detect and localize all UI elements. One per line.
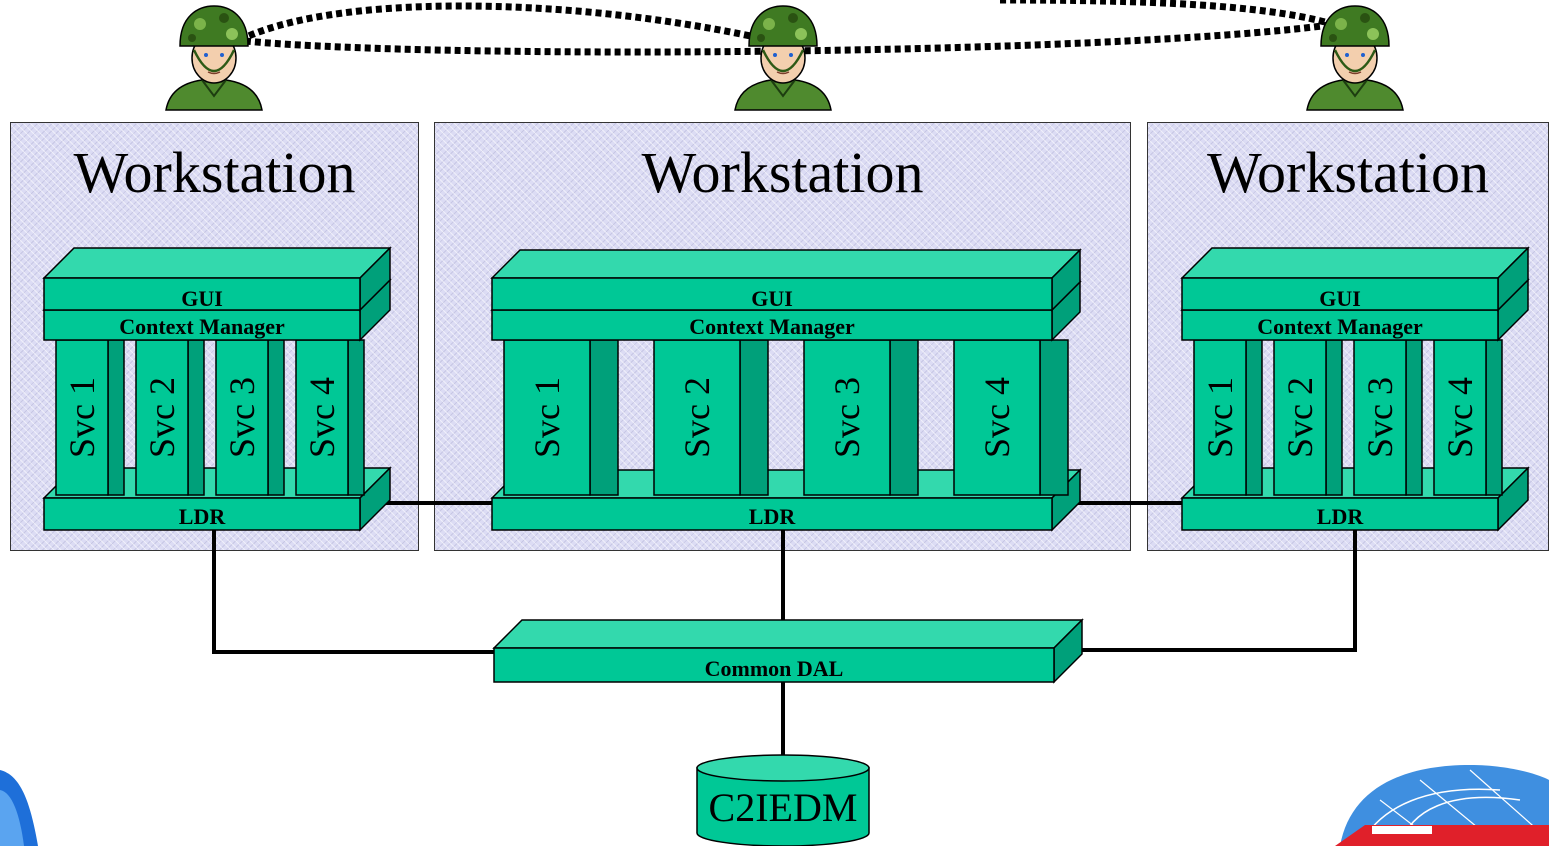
service-pillar-front [55,339,109,496]
service-label: Svc 3 [1360,377,1400,458]
gui-slab-label: GUI [1319,286,1361,311]
workstation-stack-2: LDR Svc 1 Svc 2 Svc 3 Svc 4 Context Manager GU… [490,248,1082,532]
service-pillar-side [1039,339,1069,496]
service-pillar-side [889,339,919,496]
service-pillar-front [1273,339,1327,496]
service-pillar-side [267,339,285,496]
service-pillar-front [653,339,741,496]
service-pillar-front [803,339,891,496]
gui-slab-top [490,249,1082,279]
service-pillar-side [1405,339,1423,496]
service-pillar: Svc 4 [953,339,1069,496]
service-pillar-side [1485,339,1503,496]
ldr-slab-front [491,497,1053,531]
ldr-slab-label: LDR [179,504,227,529]
gui-slab-front [1181,277,1499,311]
service-pillar-side [739,339,769,496]
database-cylinder-icon: C2IEDM [696,754,870,846]
gui-slab-front [491,277,1053,311]
globe-logo-icon [1335,765,1549,846]
service-label: Svc 1 [62,377,102,458]
service-pillar-side [589,339,619,496]
gui-slab: GUI [42,246,392,312]
service-label: Svc 2 [677,377,717,458]
service-pillar: Svc 3 [1353,339,1423,496]
service-pillar: Svc 1 [55,339,125,496]
soldier-icon [165,5,263,111]
service-pillar-side [1245,339,1263,496]
service-label: Svc 1 [527,377,567,458]
service-pillar: Svc 2 [653,339,769,496]
service-pillar-front [503,339,591,496]
workstation-stack-1: LDR Svc 1 Svc 2 Svc 3 Svc 4 Context Manager GU… [42,246,392,532]
context-manager-slab-label: Context Manager [1257,314,1423,339]
service-pillar-front [1193,339,1247,496]
service-pillar: Svc 4 [295,339,365,496]
workstation-title: Workstation [73,140,356,205]
service-label: Svc 3 [827,377,867,458]
soldier-icon [734,5,832,111]
dal-link-left [212,530,494,654]
service-label: Svc 2 [142,377,182,458]
service-pillar-front [1433,339,1487,496]
service-pillar-side [107,339,125,496]
common-dal-label: Common DAL [705,656,844,681]
context-manager-slab-front [1181,309,1499,341]
service-pillar: Svc 4 [1433,339,1503,496]
gui-slab-label: GUI [181,286,223,311]
gui-slab: GUI [1180,246,1530,312]
common-dal-slab: Common DAL [492,618,1084,684]
service-label: Svc 2 [1280,377,1320,458]
workstation-title: Workstation [641,140,924,205]
ldr-slab-label: LDR [1317,504,1365,529]
service-pillar: Svc 2 [1273,339,1343,496]
service-label: Svc 4 [1440,377,1480,458]
workstation-title: Workstation [1206,140,1490,205]
service-pillar-front [215,339,269,496]
gui-slab-top [1180,247,1530,279]
ldr-slab-front [1181,497,1499,531]
service-pillar-side [347,339,365,496]
service-pillar: Svc 1 [503,339,619,496]
database-label: C2IEDM [709,785,858,830]
gui-slab-label: GUI [751,286,793,311]
context-manager-slab-label: Context Manager [119,314,285,339]
service-pillar: Svc 3 [803,339,919,496]
context-manager-slab-front [491,309,1053,341]
service-label: Svc 3 [222,377,262,458]
context-manager-slab-front [43,309,361,341]
logo-swoosh-icon [0,770,38,846]
ldr-slab: LDR [490,468,1082,532]
service-pillar: Svc 3 [215,339,285,496]
service-label: Svc 4 [977,377,1017,458]
service-pillar-front [953,339,1041,496]
service-label: Svc 4 [302,377,342,458]
common-dal: Common DAL [492,618,1084,684]
service-pillar: Svc 2 [135,339,205,496]
workstation-stack-3: LDR Svc 1 Svc 2 Svc 3 Svc 4 Context Manager GU… [1180,246,1530,532]
ldr-slab-label: LDR [749,504,797,529]
service-pillar-front [295,339,349,496]
gui-slab: GUI [490,248,1082,312]
common-dal-front [493,647,1055,683]
ldr-slab-front [43,497,361,531]
context-manager-slab-label: Context Manager [689,314,855,339]
gui-slab-front [43,277,361,311]
service-pillar-side [1325,339,1343,496]
comm-link-left [238,2,761,44]
service-label: Svc 1 [1200,377,1240,458]
soldier-icon [1306,5,1404,111]
network-links [212,501,1357,760]
dal-link-right [1072,530,1357,652]
comm-link-right [999,0,1326,26]
gui-slab-top [42,247,392,279]
common-dal-top [492,619,1084,649]
service-pillar-front [135,339,189,496]
service-pillar: Svc 1 [1193,339,1263,496]
service-pillar-side [187,339,205,496]
